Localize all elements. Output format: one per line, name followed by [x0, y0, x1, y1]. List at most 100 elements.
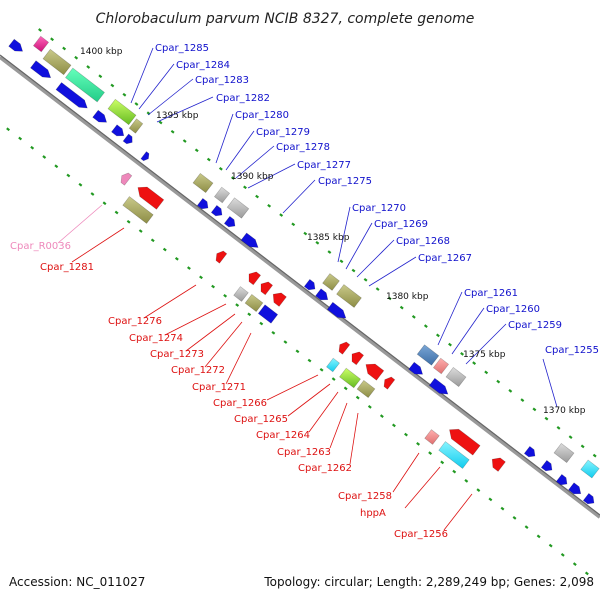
- gene-label-cpar-1269[interactable]: Cpar_1269: [374, 219, 428, 230]
- forward-gene-box[interactable]: [416, 344, 440, 366]
- forward-gene-arrow[interactable]: [428, 377, 449, 395]
- reverse-gene-arrow[interactable]: [272, 292, 287, 307]
- gene-label-cpar-1268[interactable]: Cpar_1268: [396, 236, 450, 247]
- tick-mark-lower: [428, 451, 433, 455]
- forward-gene-arrow[interactable]: [326, 301, 347, 319]
- tick-mark-lower: [283, 340, 288, 344]
- forward-gene-arrow[interactable]: [315, 288, 329, 301]
- forward-gene-box[interactable]: [553, 442, 575, 464]
- reverse-gene-box[interactable]: [339, 367, 361, 389]
- gene-label-hppa[interactable]: hppA: [360, 508, 386, 519]
- tick-mark-upper: [122, 92, 127, 97]
- reverse-gene-box[interactable]: [424, 429, 440, 445]
- reverse-gene-arrow[interactable]: [383, 376, 396, 390]
- gene-label-cpar-1276[interactable]: Cpar_1276: [108, 316, 162, 327]
- reverse-gene-arrow[interactable]: [338, 341, 351, 355]
- forward-gene-box[interactable]: [32, 35, 50, 53]
- forward-gene-arrow[interactable]: [555, 473, 568, 486]
- tick-mark-lower: [102, 201, 107, 206]
- gene-label-cpar-r0036[interactable]: Cpar_R0036: [10, 241, 71, 252]
- reverse-gene-box[interactable]: [233, 286, 249, 302]
- tick-mark-lower: [392, 423, 396, 428]
- forward-gene-arrow[interactable]: [523, 445, 536, 458]
- forward-gene-arrow[interactable]: [582, 492, 595, 505]
- forward-gene-box[interactable]: [445, 366, 467, 388]
- forward-gene-box[interactable]: [65, 67, 105, 103]
- forward-gene-arrow[interactable]: [196, 197, 209, 210]
- forward-gene-arrow[interactable]: [122, 133, 133, 145]
- reverse-gene-box[interactable]: [244, 293, 264, 313]
- reverse-gene-arrow[interactable]: [137, 186, 165, 210]
- tick-mark-lower: [235, 303, 240, 307]
- reverse-gene-arrow[interactable]: [365, 363, 385, 381]
- forward-gene-box[interactable]: [336, 284, 362, 308]
- gene-label-cpar-1285[interactable]: Cpar_1285: [155, 43, 209, 54]
- gene-label-cpar-1278[interactable]: Cpar_1278: [276, 142, 330, 153]
- forward-gene-arrow[interactable]: [111, 124, 125, 137]
- forward-gene-box[interactable]: [128, 118, 144, 134]
- gene-label-cpar-1275[interactable]: Cpar_1275: [318, 176, 372, 187]
- forward-gene-arrow[interactable]: [568, 482, 582, 495]
- gene-label-cpar-1260[interactable]: Cpar_1260: [486, 304, 540, 315]
- forward-gene-box[interactable]: [213, 186, 231, 204]
- gene-label-cpar-1281[interactable]: Cpar_1281: [40, 262, 94, 273]
- gene-label-cpar-1255[interactable]: Cpar_1255: [545, 345, 599, 356]
- forward-gene-arrow[interactable]: [8, 38, 24, 52]
- reverse-gene-arrow[interactable]: [449, 428, 481, 456]
- forward-gene-box[interactable]: [226, 197, 250, 219]
- reverse-gene-box[interactable]: [326, 357, 340, 373]
- reverse-gene-arrow[interactable]: [248, 271, 262, 286]
- forward-gene-box[interactable]: [42, 48, 72, 76]
- gene-label-cpar-1263[interactable]: Cpar_1263: [277, 447, 331, 458]
- reverse-gene-box[interactable]: [257, 304, 279, 324]
- reverse-gene-arrow[interactable]: [491, 457, 506, 472]
- reverse-gene-arrow[interactable]: [120, 172, 133, 186]
- gene-label-cpar-1274[interactable]: Cpar_1274: [129, 333, 183, 344]
- forward-gene-box[interactable]: [432, 357, 450, 375]
- tick-mark-lower: [223, 293, 228, 298]
- kbp-label: 1380 kbp: [386, 292, 429, 302]
- gene-label-cpar-1279[interactable]: Cpar_1279: [256, 127, 310, 138]
- forward-gene-arrow[interactable]: [240, 232, 259, 248]
- gene-label-cpar-1262[interactable]: Cpar_1262: [298, 463, 352, 474]
- gene-label-cpar-1266[interactable]: Cpar_1266: [213, 398, 267, 409]
- forward-gene-arrow[interactable]: [140, 151, 150, 162]
- reverse-gene-box[interactable]: [356, 379, 376, 399]
- forward-gene-arrow[interactable]: [92, 109, 108, 123]
- forward-gene-arrow[interactable]: [223, 215, 236, 228]
- gene-label-cpar-1272[interactable]: Cpar_1272: [171, 365, 225, 376]
- gene-label-cpar-1267[interactable]: Cpar_1267: [418, 253, 472, 264]
- forward-gene-arrow[interactable]: [303, 278, 316, 291]
- leader-line-forward: [542, 358, 558, 408]
- tick-mark-lower: [440, 460, 445, 465]
- reverse-gene-box[interactable]: [438, 441, 470, 469]
- gene-label-cpar-1264[interactable]: Cpar_1264: [256, 430, 310, 441]
- gene-label-cpar-1259[interactable]: Cpar_1259: [508, 320, 562, 331]
- forward-gene-arrow[interactable]: [30, 60, 52, 79]
- gene-label-cpar-1270[interactable]: Cpar_1270: [352, 203, 406, 214]
- gene-label-cpar-1258[interactable]: Cpar_1258: [338, 491, 392, 502]
- tick-mark-upper: [472, 361, 477, 365]
- forward-gene-arrow[interactable]: [540, 459, 553, 472]
- gene-label-cpar-1277[interactable]: Cpar_1277: [297, 160, 351, 171]
- gene-label-cpar-1265[interactable]: Cpar_1265: [234, 414, 288, 425]
- reverse-gene-box[interactable]: [122, 196, 154, 224]
- forward-gene-arrow[interactable]: [408, 361, 424, 375]
- gene-label-cpar-1280[interactable]: Cpar_1280: [235, 110, 289, 121]
- forward-gene-arrow[interactable]: [210, 204, 223, 217]
- gene-label-cpar-1271[interactable]: Cpar_1271: [192, 382, 246, 393]
- gene-label-cpar-1282[interactable]: Cpar_1282: [216, 93, 270, 104]
- reverse-gene-arrow[interactable]: [260, 281, 274, 296]
- gene-label-cpar-1273[interactable]: Cpar_1273: [150, 349, 204, 360]
- gene-label-cpar-1256[interactable]: Cpar_1256: [394, 529, 448, 540]
- gene-label-cpar-1283[interactable]: Cpar_1283: [195, 75, 249, 86]
- reverse-gene-arrow[interactable]: [351, 351, 365, 366]
- forward-gene-arrow[interactable]: [55, 82, 88, 109]
- gene-label-cpar-1284[interactable]: Cpar_1284: [176, 60, 230, 71]
- reverse-gene-arrow[interactable]: [215, 250, 228, 264]
- forward-gene-box[interactable]: [322, 273, 340, 291]
- forward-gene-box[interactable]: [580, 459, 600, 479]
- forward-gene-box[interactable]: [107, 98, 137, 126]
- forward-gene-box[interactable]: [192, 172, 214, 194]
- gene-label-cpar-1261[interactable]: Cpar_1261: [464, 288, 518, 299]
